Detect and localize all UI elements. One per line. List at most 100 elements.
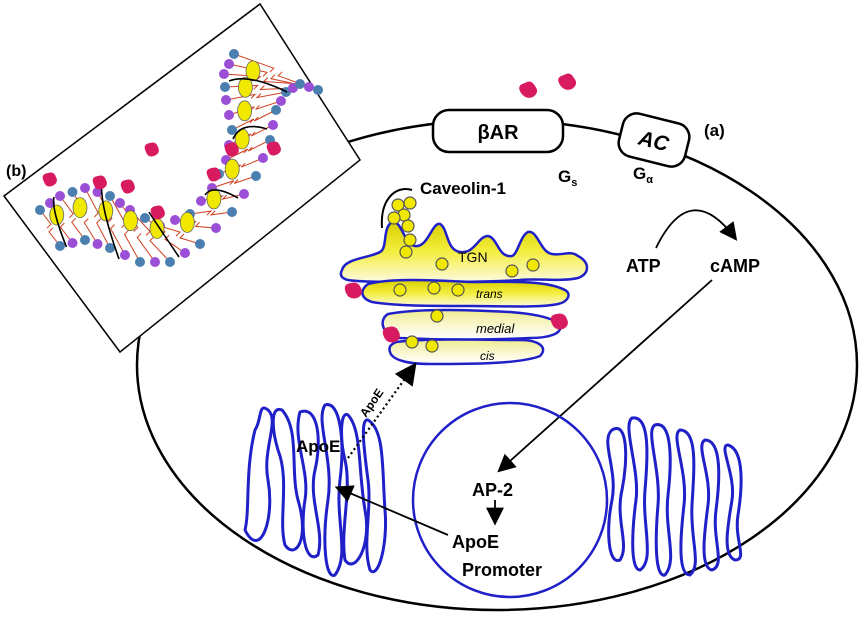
lipid-head <box>55 241 65 251</box>
caveolin-protein <box>98 200 114 222</box>
lipid-head <box>276 96 286 106</box>
caveolin-protein <box>237 100 253 122</box>
lipid-head <box>170 215 180 225</box>
medial-label: medial <box>476 321 515 336</box>
lipid-head <box>211 223 221 233</box>
lipid-head <box>55 191 65 201</box>
lipid-head <box>195 239 205 249</box>
lipid-head <box>67 238 78 248</box>
lipid-tail <box>225 148 249 161</box>
lipid-head <box>221 95 231 105</box>
atp-label: ATP <box>626 256 661 276</box>
ligand <box>206 167 221 182</box>
promoter-to-er-arrow <box>334 485 449 536</box>
caveolin-coat <box>380 188 413 229</box>
lipid-tail <box>123 229 141 263</box>
cis-label: cis <box>480 349 495 363</box>
golgi-trans <box>361 278 570 308</box>
lipid-head <box>92 187 103 197</box>
lipid-heads <box>35 49 323 267</box>
caveolin-protein <box>237 76 253 98</box>
endoplasmic-reticulum-right <box>606 416 743 577</box>
lipid-head <box>120 250 130 260</box>
lipid-head <box>229 49 239 59</box>
lipid-tail <box>39 209 52 229</box>
lipid-head <box>45 198 55 208</box>
ligand <box>344 282 362 299</box>
lipid-tail <box>59 222 73 244</box>
ligand <box>519 81 538 98</box>
lipid-head <box>295 79 305 89</box>
caveolin-protein <box>224 158 240 180</box>
caveolin-arc <box>228 78 288 93</box>
caveolin-arc <box>100 185 120 260</box>
trans-label: trans <box>476 287 503 301</box>
apoe-promoter-line1: ApoE <box>452 532 499 552</box>
lipid-head <box>35 205 45 215</box>
ligand <box>42 172 57 187</box>
ligand <box>150 205 165 220</box>
lipid-head <box>268 120 278 130</box>
endoplasmic-reticulum-left <box>243 403 388 577</box>
lipid-head <box>304 82 314 92</box>
golgi-medial <box>381 308 562 341</box>
lipid-head <box>105 191 115 201</box>
lipid-tail <box>233 53 275 73</box>
ligand <box>266 141 281 156</box>
camp-to-ap2-arrow <box>497 279 713 473</box>
lipid-head <box>224 59 234 69</box>
lipid-head <box>227 207 237 217</box>
inset-ligands <box>42 141 281 220</box>
camp-label: cAMP <box>710 256 760 276</box>
ligand <box>120 179 135 194</box>
lipid-tail <box>71 217 86 241</box>
caveolin-protein <box>49 204 65 226</box>
lipid-head <box>251 171 261 181</box>
lipid-tail <box>83 218 98 245</box>
golgi-ligands <box>344 282 568 343</box>
lipid-tail <box>255 100 282 110</box>
lipid-tail <box>96 218 111 249</box>
lipid-tail <box>194 222 217 229</box>
lipid-tail <box>223 73 262 81</box>
lipid-head <box>258 153 268 163</box>
lipid-tail <box>231 118 255 131</box>
apoe-transport-arrow <box>347 362 417 459</box>
lipid-head <box>135 257 145 267</box>
lipid-tail <box>211 180 235 189</box>
caveolin-protein <box>123 210 138 232</box>
golgi-apparatus <box>339 220 589 366</box>
lipid-tail <box>233 175 257 184</box>
inset-b: (b) <box>2 2 361 354</box>
ligand <box>92 175 107 190</box>
lipid-tail <box>224 84 259 90</box>
caveolin-arc <box>148 211 180 258</box>
inset-b-frame <box>2 2 361 354</box>
ligand <box>558 73 577 90</box>
lipid-tail <box>159 225 181 237</box>
lipid-tail <box>179 233 201 245</box>
caveolin-protein <box>149 218 165 239</box>
lipid-head <box>180 248 190 258</box>
caveolin-arc <box>204 189 239 199</box>
lipid-head <box>150 257 160 267</box>
lipid-tail <box>189 210 213 216</box>
lipid-head <box>67 187 78 197</box>
lipid-tail <box>209 210 233 216</box>
lipid-head <box>80 235 90 245</box>
ligand <box>382 326 400 343</box>
apoe-promoter-line2: Promoter <box>462 560 542 580</box>
caveolin-protein <box>206 188 222 210</box>
ligand-group <box>519 73 577 98</box>
galpha-label: Gα <box>633 164 653 186</box>
nucleus <box>411 401 609 599</box>
lipid-tail <box>221 193 245 201</box>
lipid-head <box>313 85 323 95</box>
atp-to-camp-arrow <box>655 209 738 249</box>
lipid-tail <box>110 224 126 256</box>
lipid-head <box>271 105 281 115</box>
lipid-tail <box>48 227 61 247</box>
caveolin-arc <box>232 125 268 140</box>
lipid-tail <box>228 63 268 77</box>
caveolin-proteins <box>49 60 261 239</box>
